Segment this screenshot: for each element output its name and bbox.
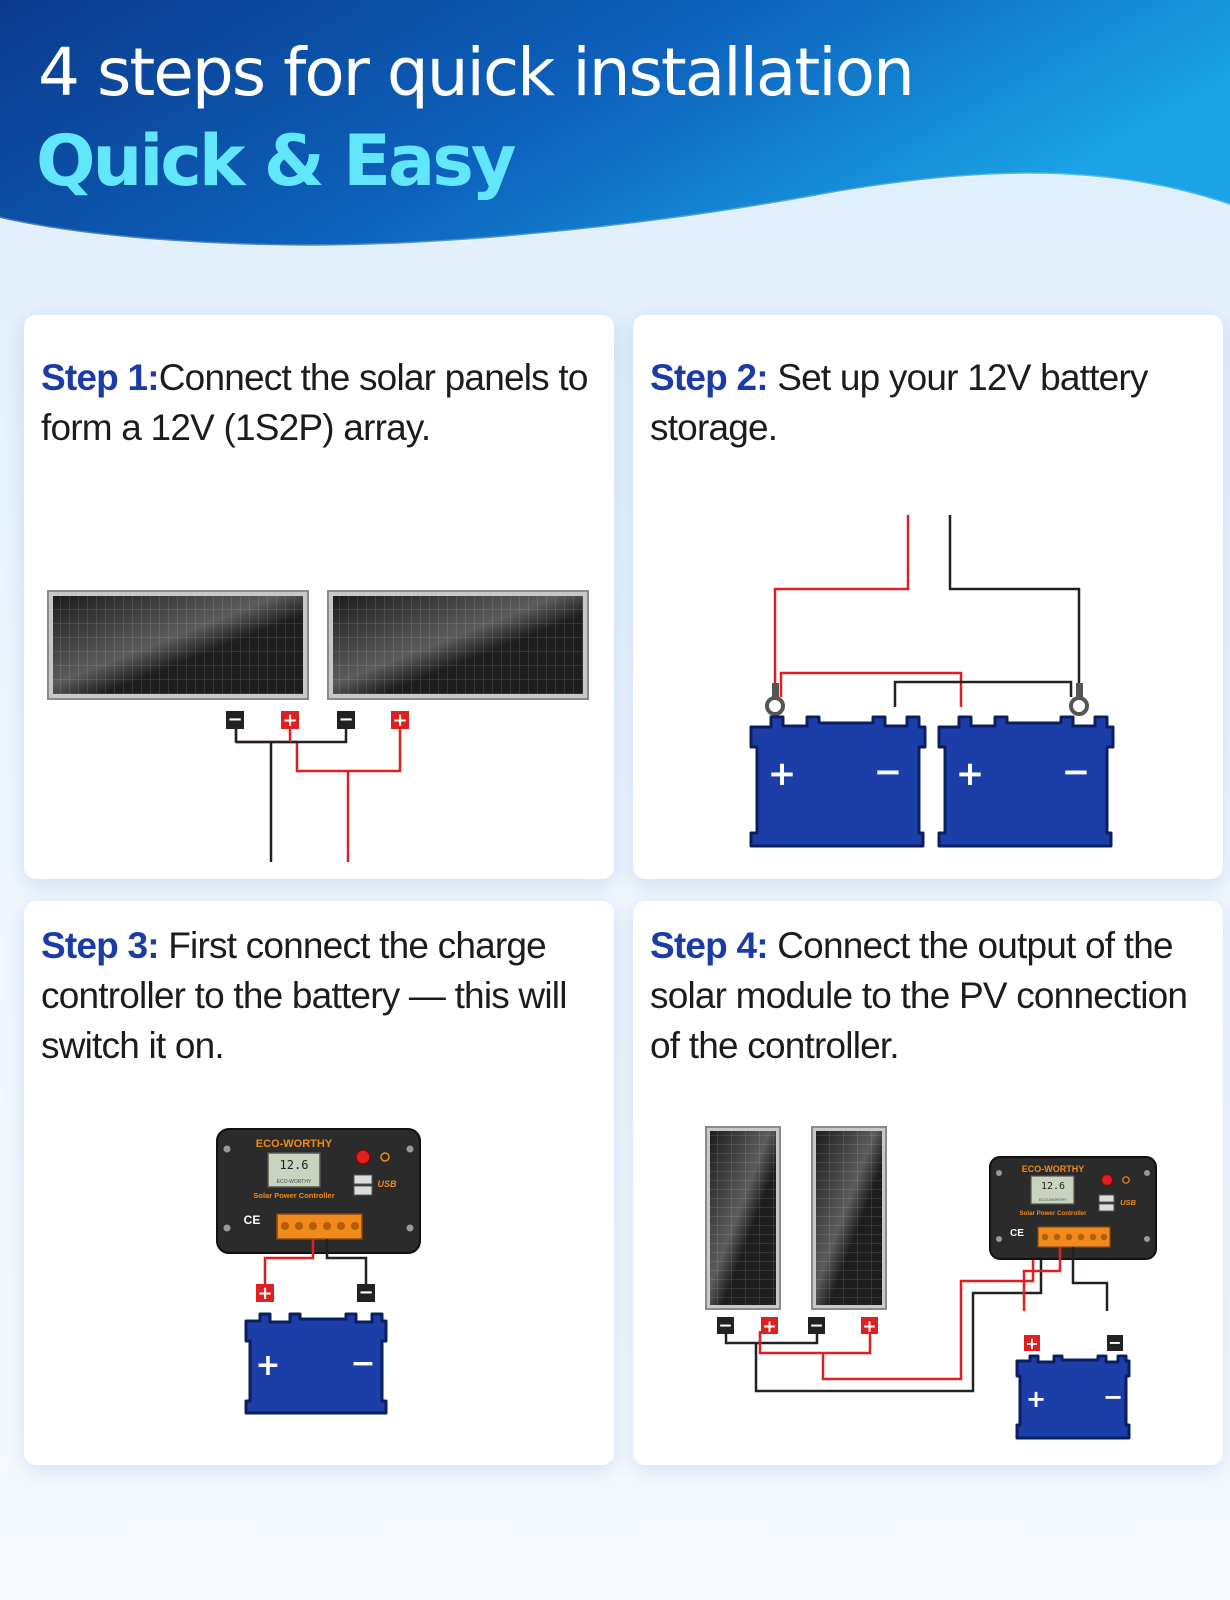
controller-name: Solar Power Controller: [1019, 1210, 1087, 1217]
controller-brand: ECO-WORTHY: [256, 1138, 333, 1150]
controller-name: Solar Power Controller: [253, 1191, 334, 1200]
page-title: 4 steps for quick installation: [38, 34, 915, 111]
step-4-card: Step 4: Connect the output of the solar …: [633, 901, 1223, 1465]
step-3-label: Step 3:: [41, 925, 160, 966]
step-2-card: Step 2: Set up your 12V battery storage.…: [633, 315, 1223, 879]
step-4-text: Step 4: Connect the output of the solar …: [650, 921, 1222, 1071]
controller-display-brand: ECO-WORTHY: [1039, 1197, 1067, 1202]
step-3-text: Step 3: First connect the charge control…: [41, 921, 613, 1071]
step-1-card: Step 1:Connect the solar panels to form …: [24, 315, 614, 879]
step-3-diagram: ECO-WORTHY 12.6 ECO-WORTHY Solar Power C…: [216, 1128, 421, 1415]
step-2-text: Step 2: Set up your 12V battery storage.: [650, 353, 1222, 453]
controller-display: 12.6: [280, 1158, 309, 1172]
terminal-symbol: −: [338, 709, 353, 730]
step-1-diagram: − + − +: [47, 590, 589, 862]
controller-display-brand: ECO-WORTHY: [277, 1179, 312, 1185]
battery-symbol: −: [350, 1346, 375, 1381]
battery-icon: + −: [244, 1312, 388, 1415]
solar-panel-icon: [811, 1126, 887, 1310]
battery-icon: + −: [937, 715, 1115, 848]
positive-terminal-icon: +: [256, 1283, 274, 1304]
step-1-text: Step 1:Connect the solar panels to form …: [41, 353, 613, 453]
battery-symbol: +: [1026, 1385, 1046, 1413]
terminal-symbol: −: [1108, 1333, 1121, 1352]
terminal-symbol: +: [392, 710, 407, 731]
positive-terminal-icon: +: [391, 710, 409, 731]
positive-terminal-icon: +: [861, 1317, 878, 1337]
battery-symbol: +: [956, 754, 985, 794]
terminal-symbol: +: [257, 1283, 272, 1304]
solar-panel-icon: [47, 590, 309, 700]
page-subtitle: Quick & Easy: [36, 120, 517, 202]
battery-symbol: −: [1062, 752, 1091, 792]
terminal-symbol: −: [809, 1316, 823, 1336]
charge-controller-icon: ECO-WORTHY 12.6 ECO-WORTHY Solar Power C…: [216, 1128, 421, 1254]
terminal-symbol: −: [358, 1282, 373, 1303]
battery-symbol: +: [255, 1348, 280, 1383]
controller-display: 12.6: [1041, 1181, 1065, 1192]
terminal-symbol: +: [862, 1317, 876, 1337]
negative-terminal-icon: −: [337, 709, 355, 730]
positive-terminal-icon: +: [1024, 1334, 1040, 1353]
terminal-symbol: +: [282, 710, 297, 731]
negative-terminal-icon: −: [1107, 1333, 1123, 1352]
step-4-label: Step 4:: [650, 925, 769, 966]
negative-terminal-icon: −: [226, 709, 244, 730]
ring-terminal-icon: [765, 683, 785, 716]
step-2-label: Step 2:: [650, 357, 769, 398]
ring-terminal-icon: [1069, 683, 1089, 716]
positive-terminal-icon: +: [281, 710, 299, 731]
battery-symbol: −: [1103, 1383, 1123, 1411]
solar-panel-icon: [327, 590, 589, 700]
negative-terminal-icon: −: [717, 1316, 734, 1336]
controller-usb-label: USB: [1120, 1198, 1136, 1207]
battery-symbol: −: [874, 752, 903, 792]
step-3-description: First connect the charge controller to t…: [41, 925, 567, 1066]
negative-terminal-icon: −: [357, 1282, 375, 1303]
step-4-diagram: ECO-WORTHY 12.6 ECO-WORTHY Solar Power C…: [705, 1126, 1157, 1440]
battery-symbol: +: [768, 754, 797, 794]
negative-terminal-icon: −: [808, 1316, 825, 1336]
solar-panel-icon: [705, 1126, 781, 1310]
charge-controller-icon: ECO-WORTHY 12.6 ECO-WORTHY Solar Power C…: [989, 1156, 1157, 1260]
step-4-description: Connect the output of the solar module t…: [650, 925, 1188, 1066]
terminal-symbol: −: [227, 709, 242, 730]
step-3-card: Step 3: First connect the charge control…: [24, 901, 614, 1465]
step-2-description: Set up your 12V battery storage.: [650, 357, 1148, 448]
terminal-symbol: +: [1025, 1334, 1038, 1353]
battery-icon: + −: [1015, 1354, 1131, 1440]
controller-ce-mark: CE: [1010, 1228, 1024, 1239]
step-2-diagram: + − + −: [749, 515, 1115, 848]
controller-usb-label: USB: [377, 1179, 397, 1189]
step-1-label: Step 1:: [41, 357, 160, 398]
controller-ce-mark: CE: [244, 1213, 261, 1227]
controller-brand: ECO-WORTHY: [1022, 1164, 1085, 1174]
step-1-description: Connect the solar panels to form a 12V (…: [41, 357, 588, 448]
positive-terminal-icon: +: [761, 1317, 778, 1337]
terminal-symbol: +: [762, 1317, 776, 1337]
terminal-symbol: −: [718, 1316, 732, 1336]
battery-icon: + −: [749, 715, 927, 848]
